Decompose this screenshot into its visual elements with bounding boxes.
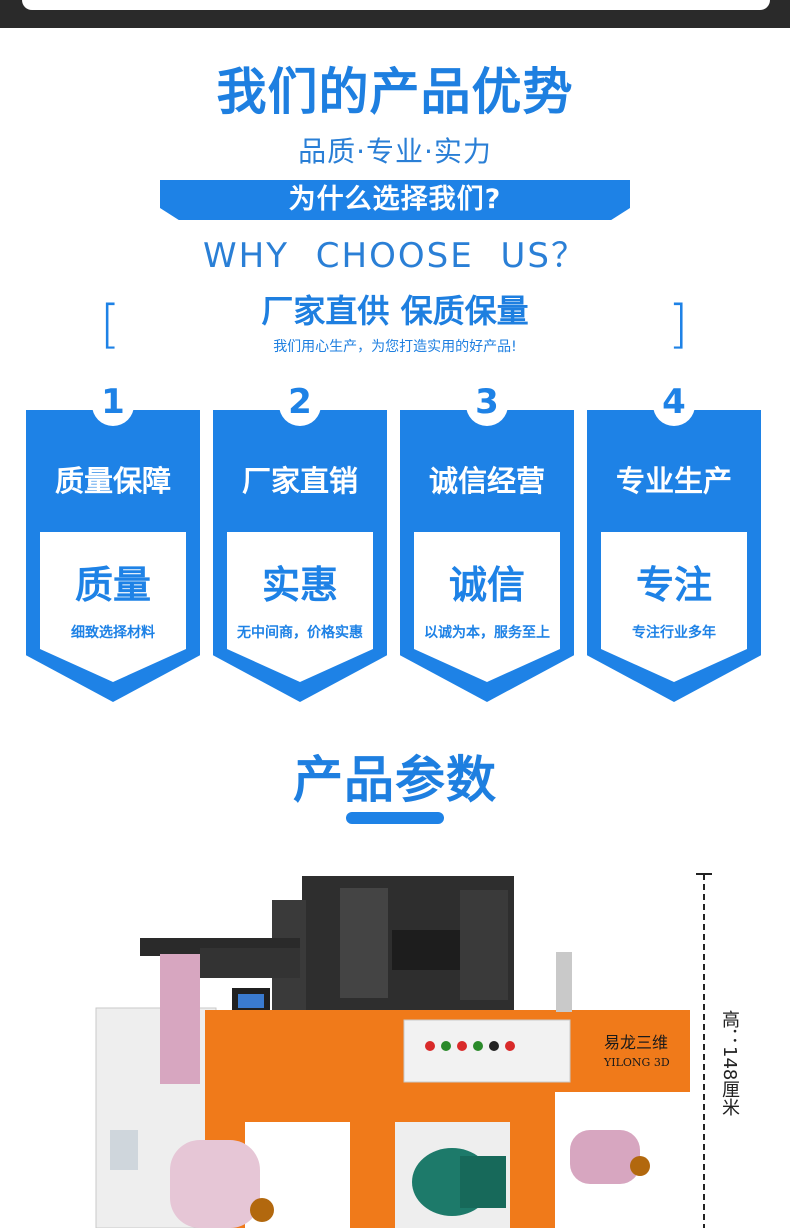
card-number-circle [279, 384, 321, 426]
motor-body [460, 1156, 506, 1208]
card-number: 3 [475, 382, 499, 422]
params-title: 产品参数 [293, 751, 497, 809]
control-box [200, 948, 300, 978]
card-heading: 厂家直销 [241, 464, 358, 498]
guide-pole [556, 952, 572, 1012]
advantage-card-4: 4 专业生产 专注 专注行业多年 [587, 382, 761, 702]
card-big-text: 实惠 [261, 563, 338, 607]
advantage-card-3: 3 诚信经营 诚信 以诚为本，服务至上 [400, 382, 574, 702]
card-heading: 诚信经营 [428, 464, 545, 498]
card-big-text: 专注 [635, 563, 712, 607]
panel-button [425, 1041, 435, 1051]
bracket-right: ] [668, 295, 689, 355]
card-small-text: 无中间商，价格实惠 [237, 625, 363, 641]
card-heading: 质量保障 [54, 464, 171, 498]
bracket-left: [ [100, 295, 121, 355]
card-number: 4 [662, 382, 686, 422]
top-band [0, 0, 790, 28]
page-subtitle: 品质·专业·实力 [298, 135, 492, 168]
machine-illustration: 易龙三维 YILONG 3D [95, 873, 712, 1228]
card-inner-panel: 诚信 以诚为本，服务至上 [414, 532, 560, 682]
card-number-circle [92, 384, 134, 426]
card-number: 1 [101, 382, 125, 422]
cabinet-vent [110, 1130, 138, 1170]
why-ribbon: 为什么选择我们? [160, 180, 630, 220]
control-panel [403, 1019, 571, 1083]
brand-cn: 易龙三维 [604, 1033, 668, 1052]
left-bottom-roll [170, 1140, 260, 1228]
advantage-card-2: 2 厂家直销 实惠 无中间商，价格实惠 [213, 382, 387, 702]
card-inner-panel: 专注 专注行业多年 [601, 532, 747, 682]
panel-button [441, 1041, 451, 1051]
card-number-circle [653, 384, 695, 426]
card-small-text: 细致选择材料 [71, 625, 155, 641]
factory-title: 厂家直供 保质保量 [261, 292, 529, 330]
card-inner-panel: 实惠 无中间商，价格实惠 [227, 532, 373, 682]
height-label: 高：148厘米 [719, 1010, 740, 1117]
card-number-circle [466, 384, 508, 426]
right-roll [570, 1130, 640, 1184]
params-underline [346, 812, 444, 824]
card-big-text: 质量 [74, 563, 151, 607]
factory-slogan: 我们用心生产，为您打造实用的好产品! [273, 339, 517, 355]
right-roll-core [630, 1156, 650, 1176]
left-roll-core [250, 1198, 274, 1222]
brand-en: YILONG 3D [603, 1056, 670, 1069]
display-screen [238, 994, 264, 1008]
panel-button [489, 1041, 499, 1051]
card-big-text: 诚信 [448, 563, 525, 607]
advantage-card-1: 1 质量保障 质量 细致选择材料 [26, 382, 200, 702]
top-band-pill [22, 0, 770, 10]
print-unit-panel [340, 888, 388, 998]
why-english: WHY CHOOSE US？ [203, 236, 587, 276]
panel-button [457, 1041, 467, 1051]
print-unit-panel-2 [460, 890, 508, 1000]
card-number: 2 [288, 382, 312, 422]
panel-button [473, 1041, 483, 1051]
print-head [392, 930, 460, 970]
card-inner-panel: 质量 细致选择材料 [40, 532, 186, 682]
why-ribbon-label: 为什么选择我们? [288, 184, 502, 215]
card-heading: 专业生产 [615, 464, 732, 498]
panel-button [505, 1041, 515, 1051]
page-title: 我们的产品优势 [216, 63, 574, 121]
card-small-text: 以诚为本，服务至上 [424, 625, 550, 641]
card-small-text: 专注行业多年 [632, 625, 716, 641]
top-roll [160, 954, 200, 1084]
